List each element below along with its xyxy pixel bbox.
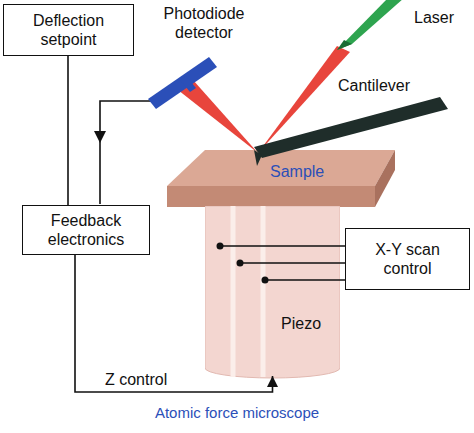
scan-control-box: X-Y scan control bbox=[345, 228, 470, 290]
connector-line bbox=[240, 262, 345, 264]
sample-front bbox=[167, 186, 375, 207]
wire-arrowhead bbox=[94, 131, 106, 143]
detector-wire bbox=[100, 101, 152, 204]
laser-tip bbox=[337, 40, 352, 50]
box-text-group: Feedback electronics bbox=[29, 211, 143, 249]
box-label: Feedback electronics bbox=[29, 211, 143, 249]
piezo-body bbox=[205, 206, 340, 378]
detector-stem bbox=[180, 76, 196, 92]
cantilever-tip bbox=[254, 150, 262, 166]
connector-line bbox=[67, 56, 69, 205]
cantilever-beam bbox=[254, 97, 448, 158]
sample-label: Sample bbox=[270, 162, 324, 181]
box-label: X-Y scan control bbox=[352, 240, 463, 278]
electrode-dot bbox=[217, 243, 224, 250]
box-text-group: X-Y scan control bbox=[352, 240, 463, 278]
detector-label: Photodiode detector bbox=[148, 4, 260, 42]
connector-line bbox=[220, 245, 345, 247]
signal-label: Z control bbox=[105, 370, 167, 389]
feedback-box: Feedback electronics bbox=[22, 205, 150, 255]
electrode-dot bbox=[262, 277, 269, 284]
laser-label: Laser bbox=[414, 8, 454, 27]
box-text-group: Deflection setpoint bbox=[10, 11, 127, 49]
box-label: Deflection setpoint bbox=[10, 11, 127, 49]
piezo-shape bbox=[205, 206, 340, 380]
electrode-dot bbox=[237, 260, 244, 267]
piezo-label: Piezo bbox=[281, 314, 321, 333]
laser-body bbox=[337, 0, 404, 50]
photodiode-detector bbox=[148, 57, 217, 109]
figure-caption: Atomic force microscope bbox=[0, 404, 474, 422]
piezo-stripe bbox=[231, 206, 236, 377]
piezo-stripe bbox=[261, 206, 266, 377]
cantilever-label: Cantilever bbox=[338, 76, 410, 95]
sample-top bbox=[167, 150, 395, 186]
sample-side bbox=[375, 150, 395, 207]
piezo-cylinder: Piezo bbox=[205, 206, 340, 378]
setpoint-box: Deflection setpoint bbox=[3, 4, 134, 56]
connector-line bbox=[265, 279, 345, 281]
